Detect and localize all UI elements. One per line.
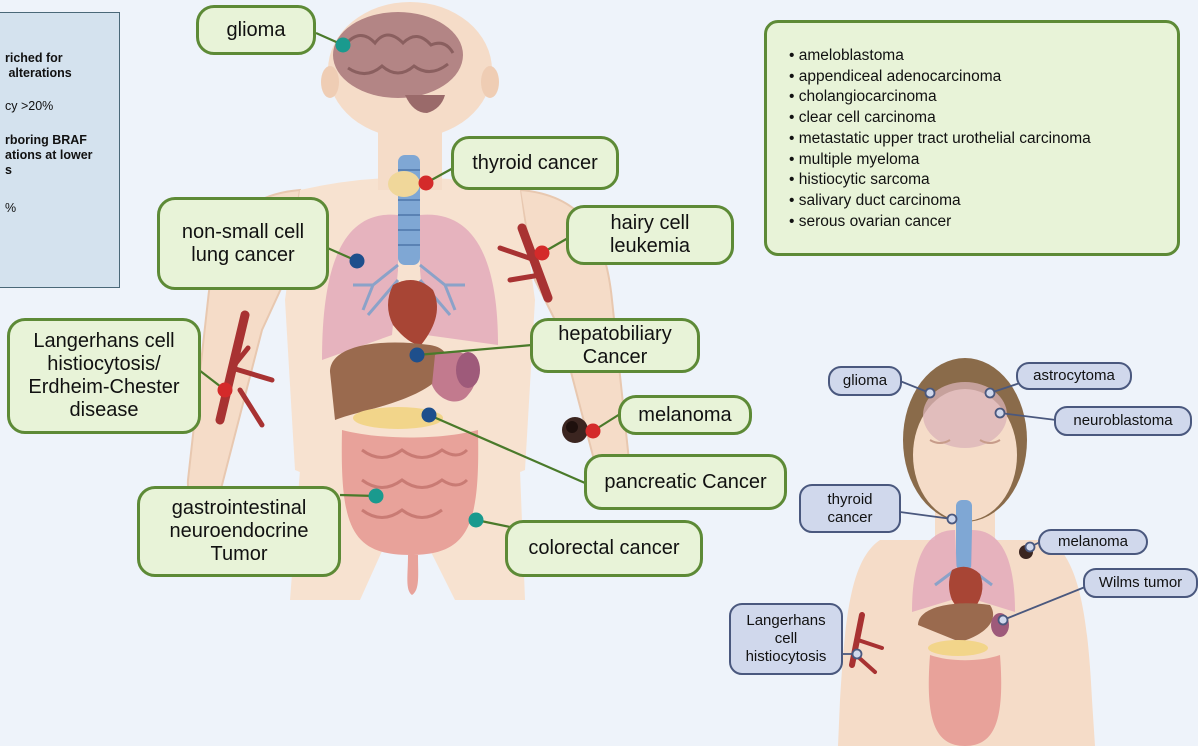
child-astrocytoma-dot [986,389,995,398]
child-langerhans-dot [853,650,862,659]
frequency-legend: riched for alterations cy >20% rboring B… [0,12,120,288]
child-label-langerhans: Langerhans cell histiocytosis [729,603,843,675]
other-cancer-item: serous ovarian cancer [789,212,1177,233]
other-cancers-list: ameloblastomaappendiceal adenocarcinomac… [789,46,1177,232]
pancreatic-dot [422,408,437,423]
other-cancer-item: clear cell carcinoma [789,108,1177,129]
other-cancer-item: cholangiocarcinoma [789,87,1177,108]
child-label-glioma: glioma [828,366,902,396]
glioma-dot [336,38,351,53]
child-neuroblastoma-dot [996,409,1005,418]
gi-net-dot [369,489,384,504]
label-hairy-cell-leukemia: hairy cell leukemia [566,205,734,265]
label-nsclc: non-small cell lung cancer [157,197,329,290]
child-label-wilms-tumor: Wilms tumor [1083,568,1198,598]
child-thyroid-dot [948,515,957,524]
label-thyroid-cancer: thyroid cancer [451,136,619,190]
child-wilms-dot [999,616,1008,625]
legend-high-title: riched for alterations [5,51,72,81]
adult-kidney-icon [456,352,480,388]
other-cancer-item: multiple myeloma [789,150,1177,171]
child-label-melanoma: melanoma [1038,529,1148,555]
legend-lower-frequency: % [5,201,16,215]
colorectal-dot [469,513,484,528]
label-hepatobiliary: hepatobiliary Cancer [530,318,700,373]
melanoma-dot [586,424,601,439]
thyroid-dot [419,176,434,191]
langerhans-dot [218,383,233,398]
label-glioma: glioma [196,5,316,55]
legend-lower-title: rboring BRAF ations at lower s [5,133,93,178]
child-melanoma-dot [1026,543,1035,552]
other-cancer-item: metastatic upper tract urothelial carcin… [789,129,1177,150]
label-langerhans-erdheim: Langerhans cell histiocytosis/ Erdheim-C… [7,318,201,434]
child-glioma-dot [926,389,935,398]
label-melanoma: melanoma [618,395,752,435]
other-cancers-box: ameloblastomaappendiceal adenocarcinomac… [764,20,1180,256]
other-cancer-item: histiocytic sarcoma [789,170,1177,191]
other-cancer-item: appendiceal adenocarcinoma [789,67,1177,88]
child-label-neuroblastoma: neuroblastoma [1054,406,1192,436]
adult-melanoma-lesion-icon [562,417,588,443]
child-label-astrocytoma: astrocytoma [1016,362,1132,390]
legend-high-frequency: cy >20% [5,99,53,113]
hepatobiliary-dot [410,348,425,363]
other-cancer-item: salivary duct carcinoma [789,191,1177,212]
hairy-cell-dot [535,246,550,261]
child-label-thyroid-cancer: thyroid cancer [799,484,901,533]
nsclc-dot [350,254,365,269]
other-cancer-item: ameloblastoma [789,46,1177,67]
label-colorectal-cancer: colorectal cancer [505,520,703,577]
label-pancreatic-cancer: pancreatic Cancer [584,454,787,510]
label-gi-net: gastrointestinal neuroendocrine Tumor [137,486,341,577]
